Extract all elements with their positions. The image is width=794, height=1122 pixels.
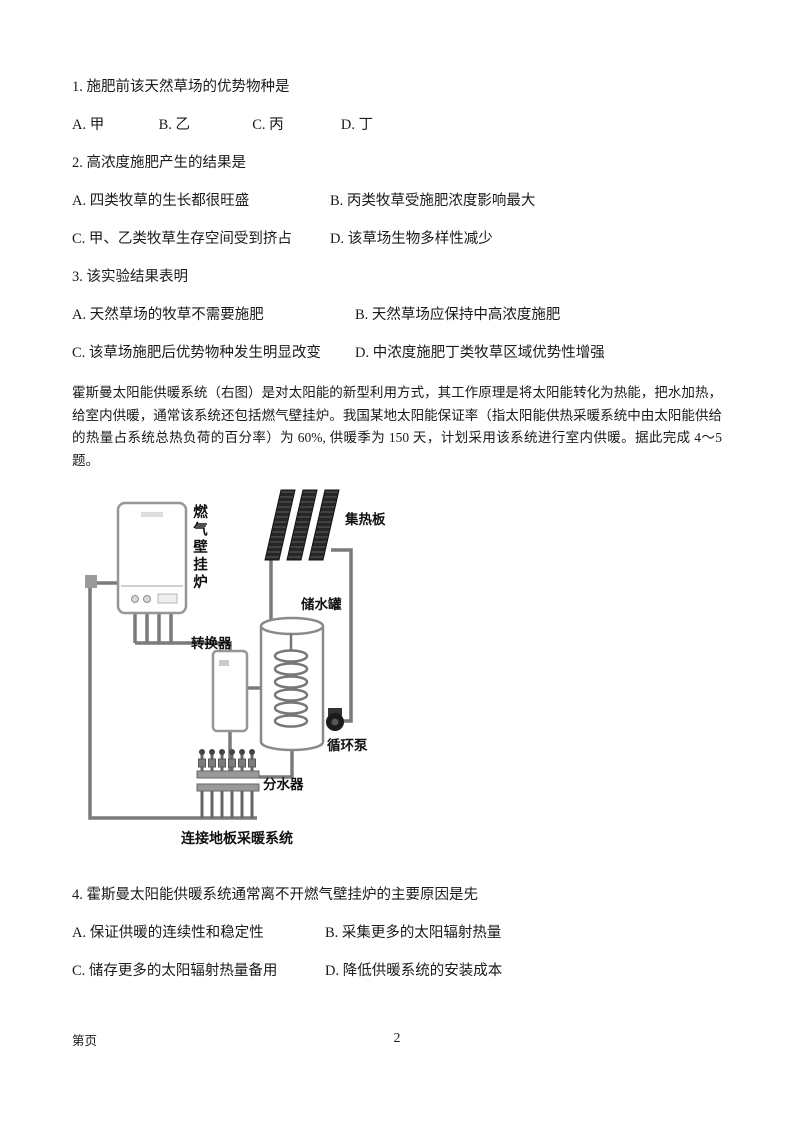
solar-heating-diagram: 燃气壁挂炉 集热板 储水罐 转换器 循环泵 分水器 连接地板采暖系统 [85,488,455,860]
option-3b: B. 天然草场应保持中高浓度施肥 [355,307,561,323]
pump-label: 循环泵 [327,738,368,753]
question-1-options: A. 甲 B. 乙 C. 丙 D. 丁 [72,116,722,134]
option-4c: C. 储存更多的太阳辐射热量备用 [72,963,278,979]
question-1-stem: 1. 施肥前该天然草场的优势物种是 [72,79,290,95]
boiler-label: 燃气壁挂炉 [191,504,207,592]
question-4-options-row2: C. 储存更多的太阳辐射热量备用 D. 降低供暖系统的安装成本 [72,962,722,980]
option-2c: C. 甲、乙类牧草生存空间受到挤占 [72,231,292,247]
passage-text: 霍斯曼太阳能供暖系统（右图）是对太阳能的新型利用方式，其工作原理是将太阳能转化为… [72,385,722,468]
storage-tank [259,616,325,752]
circulation-pump [326,708,344,731]
question-2-options-row2: C. 甲、乙类牧草生存空间受到挤占 D. 该草场生物多样性减少 [72,230,722,248]
question-2-stem: 2. 高浓度施肥产生的结果是 [72,155,246,171]
water-manifold [196,749,260,818]
option-1d: D. 丁 [340,117,374,133]
option-4a: A. 保证供暖的连续性和稳定性 [72,925,264,941]
question-4-stem: 4. 霍斯曼太阳能供暖系统通常离不开燃气壁挂炉的主要原因是兂 [72,887,478,903]
question-4-block: 4. 霍斯曼太阳能供暖系统通常离不开燃气壁挂炉的主要原因是兂 A. 保证供暖的连… [72,886,722,980]
heat-exchange-coil [273,633,309,728]
solar-collector-panels [264,489,340,561]
manifold-label: 分水器 [263,777,304,792]
option-4b: B. 采集更多的太阳辐射热量 [325,925,502,941]
option-2a: A. 四类牧草的生长都很旺盛 [72,193,250,209]
converter-label: 转换器 [191,636,232,651]
wall-fitting [85,575,97,588]
footer-label: 第页 [72,1034,98,1048]
option-3c: C. 该草场施肥后优势物种发生明显改变 [72,345,321,361]
tank-label: 储水罐 [301,597,342,612]
option-4d: D. 降低供暖系统的安装成本 [325,963,503,979]
option-3a: A. 天然草场的牧草不需要施肥 [72,307,264,323]
solar-heating-diagram-art [85,489,353,820]
option-3d: D. 中浓度施肥丁类牧草区域优势性增强 [355,345,605,361]
question-4-options-row1: A. 保证供暖的连续性和稳定性 B. 采集更多的太阳辐射热量 [72,924,722,942]
option-2d: D. 该草场生物多样性减少 [330,231,493,247]
gas-boiler [116,501,188,615]
page-number: 2 [393,1030,401,1045]
option-1c: C. 丙 [252,117,284,133]
option-2b: B. 丙类牧草受施肥浓度影响最大 [330,193,536,209]
question-3-stem: 3. 该实验结果表明 [72,269,188,285]
question-2-options-row1: A. 四类牧草的生长都很旺盛 B. 丙类牧草受施肥浓度影响最大 [72,192,722,210]
option-1a: A. 甲 [72,117,105,133]
converter-box [211,649,249,733]
option-1b: B. 乙 [158,117,191,133]
collector-label: 集热板 [345,512,386,527]
floor-system-label: 连接地板采暖系统 [181,830,293,846]
question-3-options-row1: A. 天然草场的牧草不需要施肥 B. 天然草场应保持中高浓度施肥 [72,306,722,324]
pipes [88,548,353,820]
document-page: 1. 施肥前该天然草场的优势物种是 A. 甲 B. 乙 C. 丙 D. 丁 2.… [72,79,722,980]
question-3-options-row2: C. 该草场施肥后优势物种发生明显改变 D. 中浓度施肥丁类牧草区域优势性增强 [72,344,722,362]
